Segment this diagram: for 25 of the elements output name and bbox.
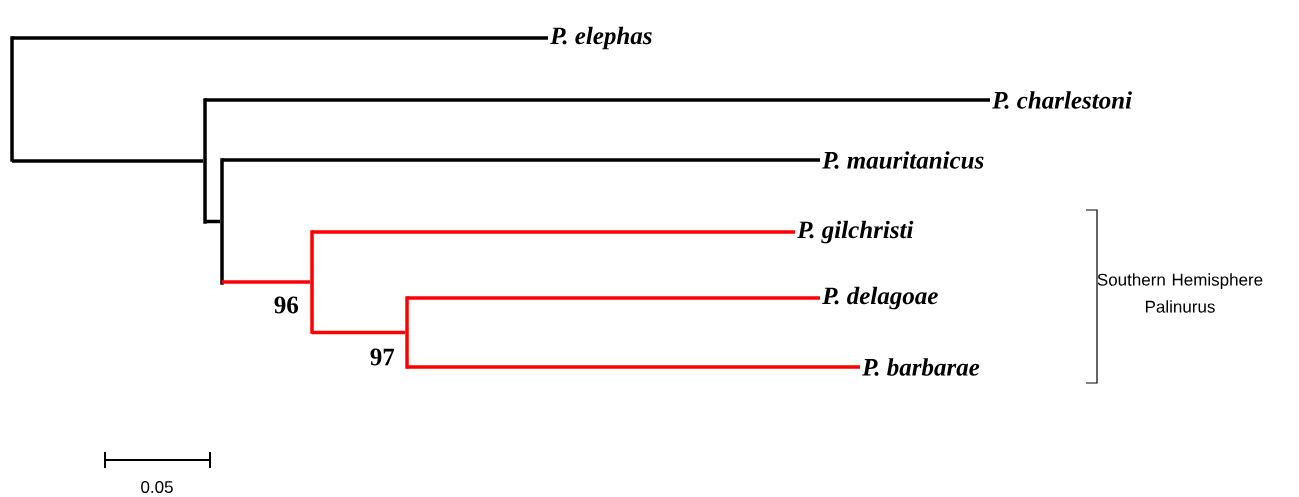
taxon-label: P. delagoae — [822, 286, 938, 310]
tree-branch — [312, 230, 795, 234]
tree-branch — [222, 280, 311, 284]
taxon-label: P. elephas — [550, 26, 652, 50]
tree-branch — [12, 36, 548, 40]
tree-branch — [12, 159, 204, 163]
taxon-label: P. charlestoni — [992, 91, 1132, 109]
tree-branch — [10, 36, 14, 162]
tree-branch — [222, 158, 820, 162]
tree-branch — [407, 296, 820, 300]
tree-branch — [407, 365, 860, 369]
tree-branch — [205, 98, 990, 102]
taxon-label: P. barbarae — [862, 358, 980, 376]
scale-label: 0.05 — [141, 480, 173, 493]
clade-label: Southern Hemisphere Palinurus — [1097, 273, 1263, 313]
taxon-label: P. gilchristi — [797, 220, 914, 244]
tree-branch — [312, 330, 406, 335]
tree-branch — [220, 158, 224, 285]
tree-branch — [405, 296, 409, 369]
tree-branch — [310, 230, 314, 334]
bootstrap-value: 97 — [370, 348, 395, 366]
taxon-label: P. mauritanicus — [822, 151, 984, 169]
bootstrap-value: 96 — [274, 296, 299, 314]
tree-branch — [205, 219, 221, 224]
tree-branch — [203, 98, 207, 224]
